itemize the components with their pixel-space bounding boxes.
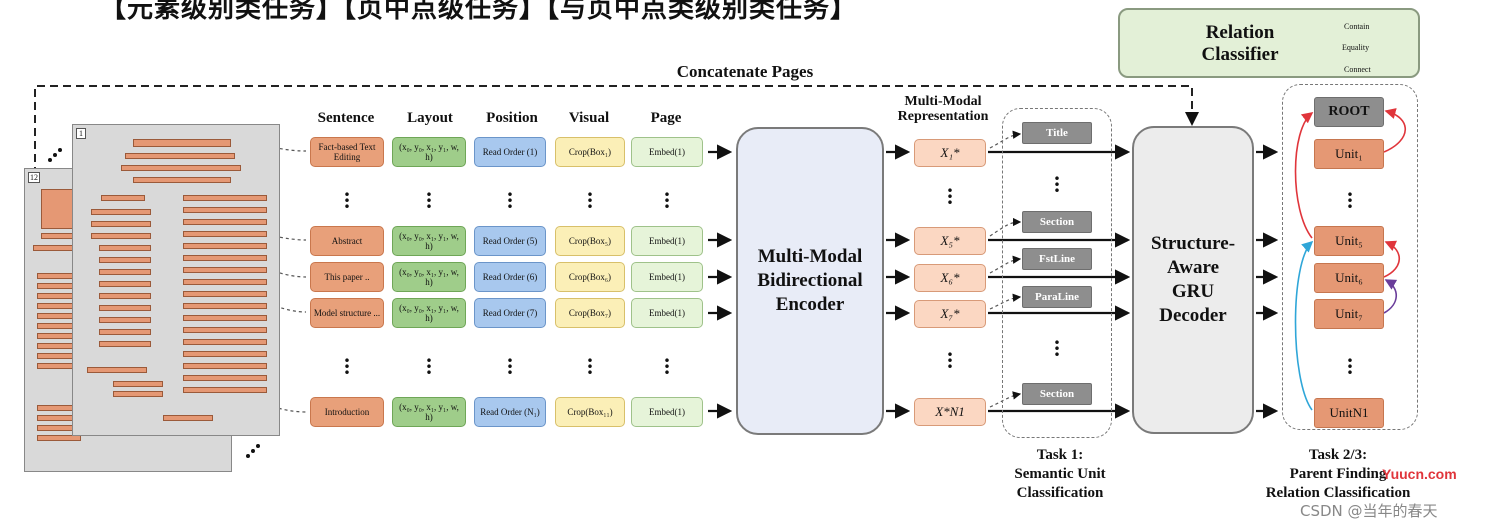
ellipsis: ... <box>507 176 513 213</box>
representation-cell: X₅* <box>914 227 986 255</box>
legend-contain: Contain <box>1344 22 1370 31</box>
visual-cell: Crop(Box₇) <box>555 298 625 328</box>
structure-aware-decoder: Structure- Aware GRU Decoder <box>1132 126 1254 434</box>
task23-dashed-box <box>1282 84 1418 430</box>
ellipsis: ... <box>947 336 953 373</box>
concat-loop <box>34 85 1199 175</box>
legend-connect: Connect <box>1344 65 1371 74</box>
visual-cell: Crop(Box₁) <box>555 137 625 167</box>
layout-cell: (x₀, y₀, x₁, y₁, w, h) <box>392 226 466 256</box>
visual-cell: Crop(Box₅) <box>555 226 625 256</box>
header-position: Position <box>486 110 538 126</box>
layout-cell: (x₀, y₀, x₁, y₁, w, h) <box>392 397 466 427</box>
relation-classifier-title: Relation Classifier <box>1201 22 1279 65</box>
semantic-label: FstLine <box>1022 248 1092 270</box>
ellipsis: ... <box>1347 342 1353 379</box>
unit-node: UnitN1 <box>1314 398 1384 428</box>
multimodal-encoder: Multi-Modal Bidirectional Encoder <box>736 127 884 435</box>
top-caption: 【元素级别类任务】【页中点级任务】【与页中点类级别类任务】 <box>100 0 858 23</box>
semantic-label: Section <box>1022 383 1092 405</box>
layout-cell: (x₀, y₀, x₁, y₁, w, h) <box>392 137 466 167</box>
ellipsis: ... <box>344 342 350 379</box>
contain-arc-unit6-unit5 <box>1383 240 1401 278</box>
representation-cell: X₆* <box>914 264 986 292</box>
semantic-label: Title <box>1022 122 1092 144</box>
header-page: Page <box>650 110 682 126</box>
visual-cell: Crop(Box₆) <box>555 262 625 292</box>
watermark-site: Yuucn.com <box>1382 466 1457 482</box>
header-sentence: Sentence <box>317 110 375 126</box>
representation-cell: X*N1 <box>914 398 986 426</box>
unit-node: Unit₆ <box>1314 263 1384 293</box>
ellipsis: ... <box>664 342 670 379</box>
layout-cell: (x₀, y₀, x₁, y₁, w, h) <box>392 298 466 328</box>
ellipsis: ... <box>507 342 513 379</box>
header-layout: Layout <box>407 110 453 126</box>
unit-node: Unit₁ <box>1314 139 1384 169</box>
representation-cell: X₁* <box>914 139 986 167</box>
sentence-cell: Model structure ... <box>310 298 384 328</box>
task23-label: Task 2/3: Parent Finding Relation Classi… <box>1265 447 1411 501</box>
sentence-cell: Fact-based Text Editing <box>310 137 384 167</box>
header-visual: Visual <box>568 110 610 126</box>
concatenate-pages-label: Concatenate Pages <box>676 62 814 81</box>
page-cell: Embed(1) <box>631 397 703 427</box>
page-number-back: 12 <box>28 172 40 183</box>
position-cell: Read Order (1) <box>474 137 546 167</box>
watermark-csdn: CSDN @当年的春天 <box>1300 502 1438 520</box>
ellipsis: ... <box>664 176 670 213</box>
doc-page-front: 1 <box>72 124 280 436</box>
ellipsis: ... <box>1054 160 1060 197</box>
representation-cell: X₇* <box>914 300 986 328</box>
task1-dashed-box <box>1002 108 1112 438</box>
semantic-label: Section <box>1022 211 1092 233</box>
position-cell: Read Order (6) <box>474 262 546 292</box>
ellipsis: ... <box>426 176 432 213</box>
relation-classifier-box: Relation Classifier Contain Equality Con… <box>1118 8 1420 78</box>
ellipsis: ... <box>426 342 432 379</box>
task1-label: Task 1: Semantic Unit Classification <box>1014 447 1106 501</box>
legend-equality: Equality <box>1342 43 1370 52</box>
ellipsis: ... <box>344 176 350 213</box>
contain-arc-unit5-root <box>1294 112 1314 239</box>
semantic-label: ParaLine <box>1022 286 1092 308</box>
visual-cell: Crop(Box₁₁) <box>555 397 625 427</box>
root-node: ROOT <box>1314 97 1384 127</box>
ellipsis: ... <box>587 176 593 213</box>
header-representation: Multi-Modal Representation <box>897 94 989 124</box>
equality-arc-unitN1-unit5 <box>1294 240 1314 411</box>
sentence-cell: Abstract <box>310 226 384 256</box>
page-cell: Embed(1) <box>631 226 703 256</box>
ellipsis: ... <box>587 342 593 379</box>
position-cell: Read Order (7) <box>474 298 546 328</box>
front-title-line <box>133 139 231 147</box>
ellipsis: ... <box>1054 324 1060 361</box>
page-cell: Embed(1) <box>631 137 703 167</box>
sentence-cell: Introduction <box>310 397 384 427</box>
position-cell: Read Order (N₁) <box>474 397 546 427</box>
page-number-front: 1 <box>76 128 86 139</box>
unit-node: Unit₇ <box>1314 299 1384 329</box>
layout-cell: (x₀, y₀, x₁, y₁, w, h) <box>392 262 466 292</box>
connect-arc-unit7-unit6 <box>1383 279 1398 314</box>
page-cell: Embed(1) <box>631 262 703 292</box>
position-cell: Read Order (5) <box>474 226 546 256</box>
unit-node: Unit₅ <box>1314 226 1384 256</box>
sentence-cell: This paper .. <box>310 262 384 292</box>
ellipsis: ... <box>947 172 953 209</box>
ellipsis: ... <box>1347 176 1353 213</box>
contain-arc-unit1-root <box>1383 108 1406 153</box>
page-cell: Embed(1) <box>631 298 703 328</box>
